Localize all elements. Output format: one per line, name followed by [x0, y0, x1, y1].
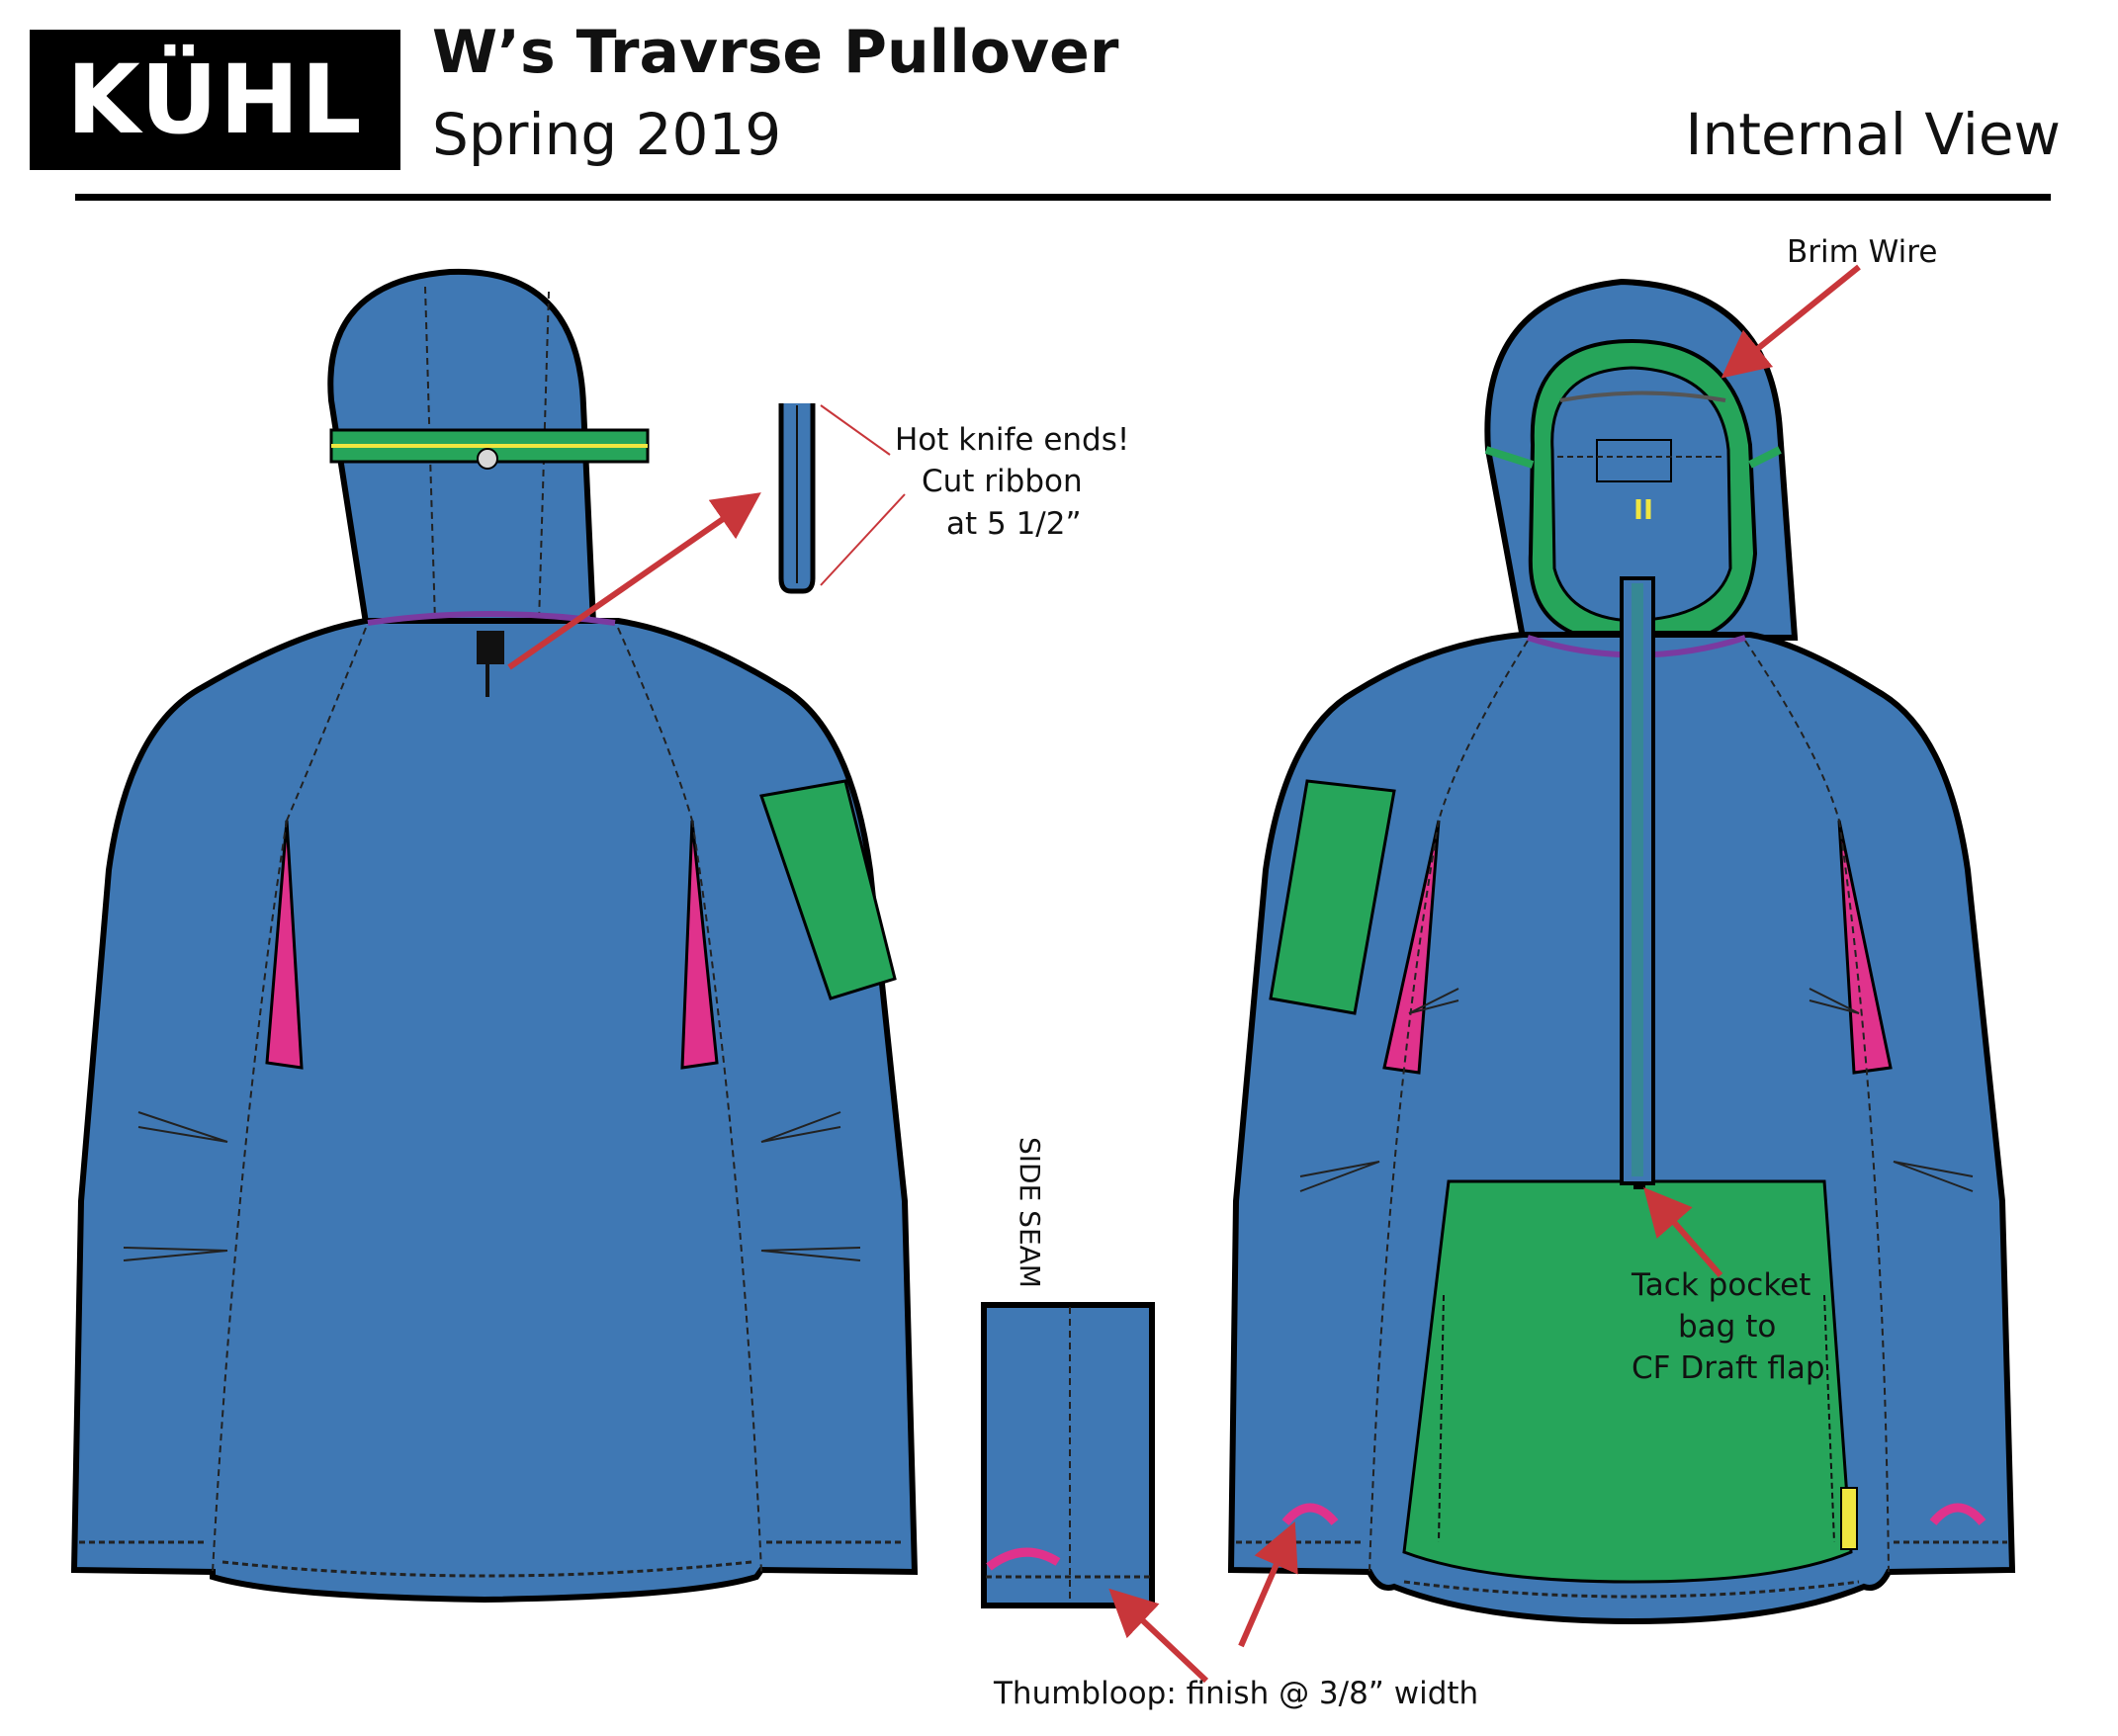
- hot-knife-line1: Hot knife ends!: [895, 422, 1130, 458]
- kangaroo-pocket: [1402, 1179, 1853, 1584]
- back-body: [70, 618, 919, 1604]
- hood-toggle: [477, 448, 498, 470]
- front-side-panel-left: [1382, 820, 1441, 1075]
- hood-cord-lock: [1635, 499, 1651, 519]
- product-title: W’s Travrse Pullover: [432, 18, 1119, 87]
- back-view: [70, 268, 919, 1604]
- callout-arrows: [507, 264, 1861, 1684]
- side-seam-label: SIDE SEAM: [1014, 1137, 1046, 1288]
- front-placket: [1620, 576, 1655, 1185]
- arrow-thumbloop-front: [1238, 1520, 1298, 1648]
- back-neck-label: [477, 631, 504, 664]
- hot-knife-line3: at 5 1/2”: [946, 506, 1082, 542]
- front-thumbloop-left: [1281, 1503, 1339, 1526]
- back-side-panel-left: [265, 820, 304, 1070]
- header-rule: [75, 194, 2051, 201]
- front-thumbloop-right: [1929, 1503, 1986, 1526]
- hot-knife-line2: Cut ribbon: [922, 464, 1083, 499]
- pocket-zip-pull: [1840, 1487, 1858, 1550]
- arrow-brim-wire: [1721, 264, 1861, 379]
- ribbon-detail: [778, 403, 906, 594]
- kuhl-logo: KÜHL: [30, 30, 400, 170]
- side-seam-detail: [981, 1302, 1155, 1608]
- tack-pocket-line3: CF Draft flap: [1632, 1350, 1825, 1386]
- arrow-tack-pocket: [1643, 1186, 1723, 1277]
- hood-interior: [1550, 366, 1732, 623]
- back-sleeve-patch: [759, 779, 897, 1000]
- view-label: Internal View: [1685, 101, 2061, 168]
- back-side-panel-right: [680, 820, 719, 1070]
- tack-pocket-line2: bag to: [1678, 1309, 1777, 1345]
- front-view: [1227, 278, 2016, 1625]
- brim-wire-label: Brim Wire: [1787, 234, 1938, 270]
- thumbloop-label: Thumbloop: finish @ 3/8” width: [994, 1676, 1479, 1711]
- arrow-ribbon: [507, 492, 761, 670]
- logo-text: KÜHL: [66, 44, 364, 155]
- arrow-thumbloop-side: [1108, 1588, 1209, 1684]
- brim-wire: [1559, 391, 1726, 402]
- tack-pocket-line1: Tack pocket: [1632, 1267, 1811, 1303]
- side-seam-thumbloop: [986, 1547, 1061, 1571]
- front-sleeve-patch: [1269, 779, 1396, 1015]
- season-label: Spring 2019: [432, 101, 782, 168]
